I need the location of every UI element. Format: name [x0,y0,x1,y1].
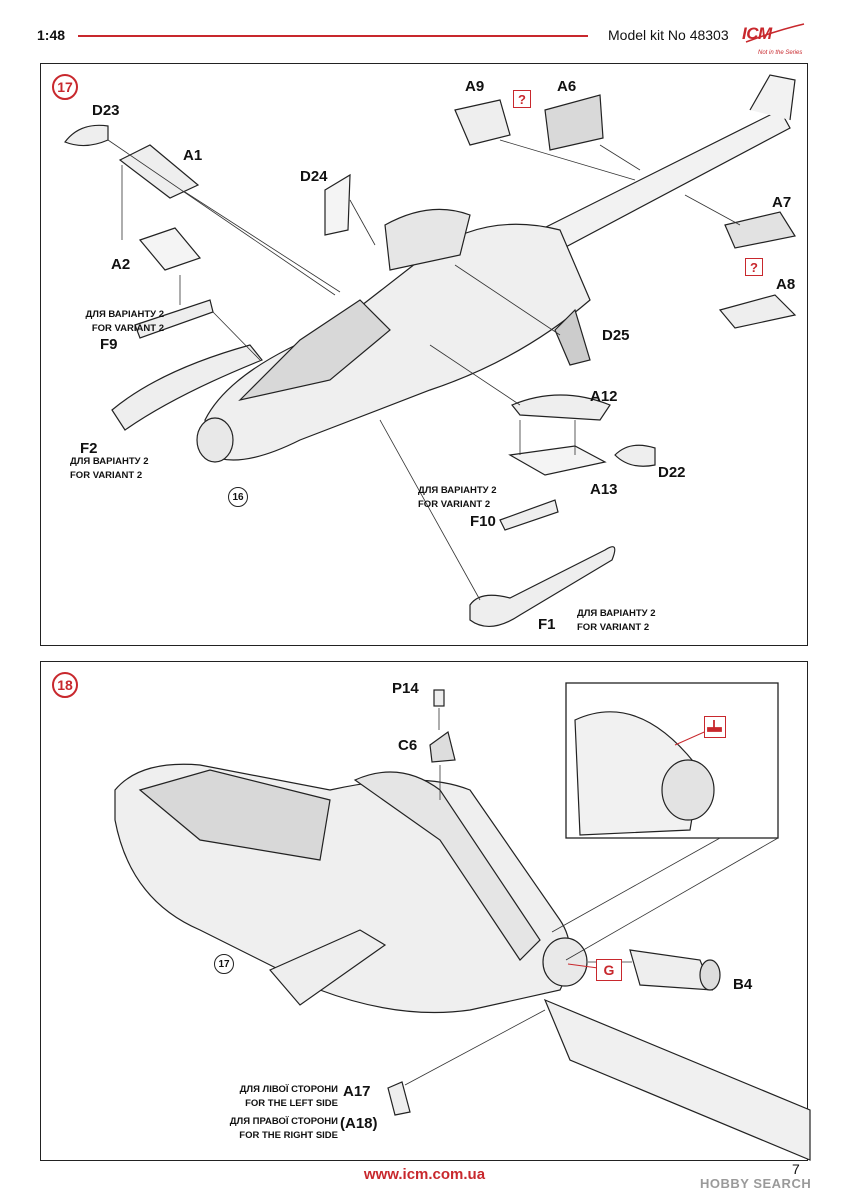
part-f10 [499,499,559,531]
part-f2 [111,344,263,431]
part-c6 [429,730,456,763]
tail-boom-18 [543,998,811,1161]
label-d25: D25 [602,327,630,344]
part-a7 [724,211,796,249]
cockpit-17 [238,299,391,402]
page-number: 7 [792,1161,800,1177]
logo-tagline: Not in the Series [758,50,803,56]
label-a18: (A18) [340,1115,378,1132]
part-b4 [629,949,713,991]
note-right-side: ДЛЯ ПРАВОЇ СТОРОНИ FOR THE RIGHT SIDE [229,1116,338,1141]
watermark: HOBBY SEARCH [700,1176,812,1191]
question-mark-a9: ? [513,90,531,108]
ref-step-17: 17 [214,954,234,974]
label-f10: F10 [470,513,496,530]
label-d23: D23 [92,102,120,119]
step-17-badge: 17 [52,74,78,100]
label-f1: F1 [538,616,556,633]
label-a6: A6 [557,78,577,95]
tail-fin-17 [749,74,796,121]
label-a8: A8 [776,276,796,293]
label-a12: A12 [590,388,618,405]
step-18-panel [40,661,808,1161]
ref-step-16: 16 [228,487,248,507]
icm-logo: ICM Not in the Series [738,20,808,66]
exhaust-18 [542,937,588,987]
variant-note-f2: ДЛЯ ВАРІАНТУ 2 FOR VARIANT 2 [70,456,149,481]
part-p14 [433,689,445,707]
label-a2: A2 [111,256,131,273]
part-a6 [544,94,604,151]
label-a13: A13 [590,481,618,498]
label-f9: F9 [100,336,118,353]
variant-note-f10: ДЛЯ ВАРІАНТУ 2 FOR VARIANT 2 [418,485,497,510]
part-a2 [138,227,202,271]
label-d24: D24 [300,168,328,185]
part-f1 [469,546,616,627]
part-a13 [508,445,607,476]
engine-cowl-17 [384,208,471,271]
label-a1: A1 [183,147,203,164]
stub-wing-18 [269,929,387,1006]
step-17-panel [40,63,808,646]
fuselage-17 [204,223,591,461]
question-mark-a8: ? [745,258,763,276]
label-p14: P14 [392,680,419,697]
kit-number: Model kit No 48303 [608,27,729,43]
label-a9: A9 [465,78,485,95]
part-a12 [511,394,611,421]
header-rule [78,35,588,37]
part-a17 [387,1081,411,1116]
paint-mark-icon [704,716,726,738]
part-a9 [454,99,511,146]
nose-17 [196,417,234,463]
part-d22 [614,444,656,467]
variant-note-f9: ДЛЯ ВАРІАНТУ 2 FOR VARIANT 2 [85,309,164,334]
step-18-badge: 18 [52,672,78,698]
note-left-side: ДЛЯ ЛІВОЇ СТОРОНИ FOR THE LEFT SIDE [239,1084,338,1109]
label-d22: D22 [658,464,686,481]
inset-exhaust [661,759,715,821]
scale-label: 1:48 [37,27,66,43]
variant-note-f1: ДЛЯ ВАРІАНТУ 2 FOR VARIANT 2 [577,608,656,633]
part-d23 [64,124,109,147]
part-a1 [118,144,200,199]
label-f2: F2 [80,440,98,457]
label-b4: B4 [733,976,753,993]
label-c6: C6 [398,737,418,754]
cockpit-18 [138,769,331,861]
part-d24 [324,173,351,236]
part-d25 [554,308,591,366]
label-a7: A7 [772,194,792,211]
engine-cowl-18 [353,771,541,961]
logo-text: ICM [742,24,772,43]
paint-code-g: G [596,959,622,981]
website-link[interactable]: www.icm.com.ua [363,1166,486,1183]
part-a8 [718,294,797,329]
label-a17: A17 [343,1083,371,1100]
